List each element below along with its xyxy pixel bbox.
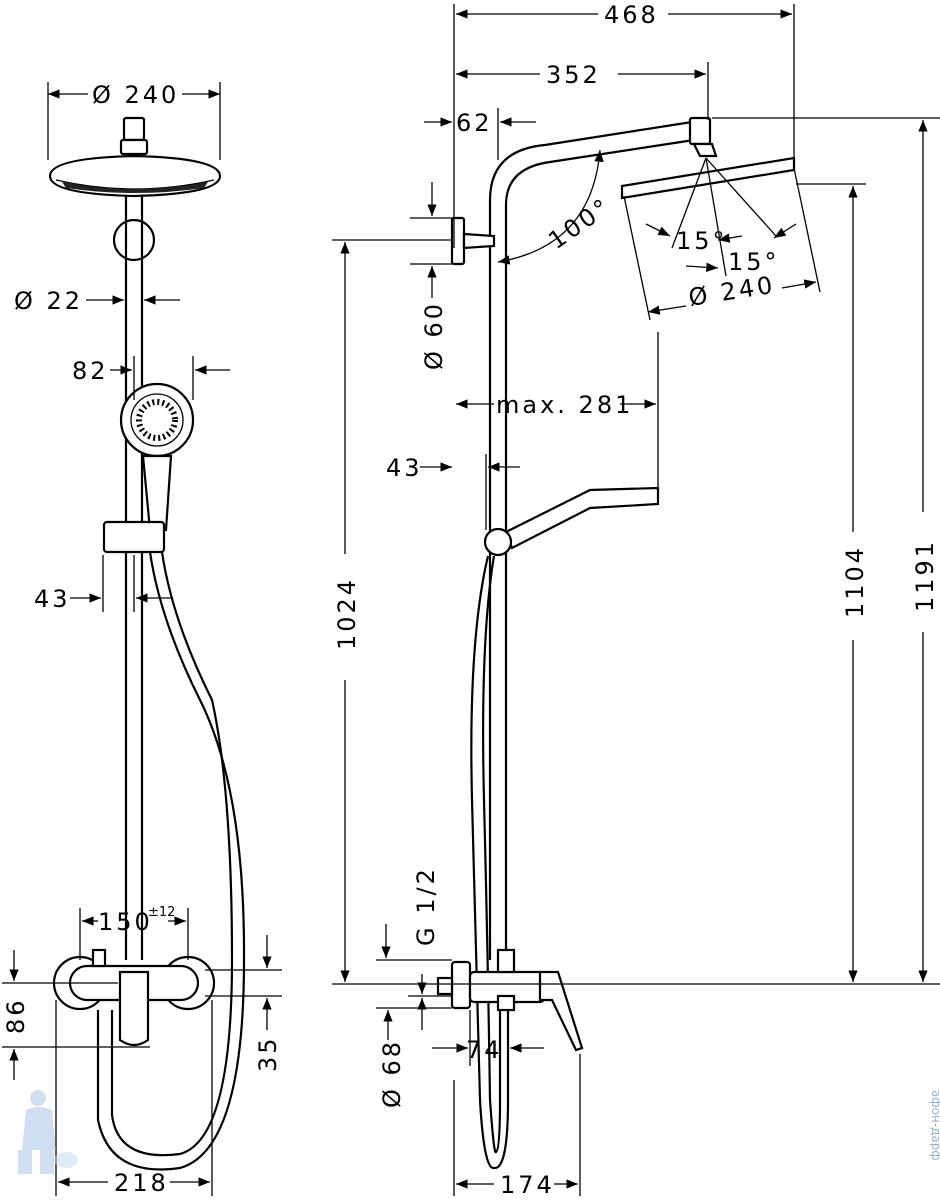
dim-150-tolerance: ±12 <box>148 905 175 920</box>
dim-angle-15-b: 15° <box>728 248 780 276</box>
mixer-side <box>436 948 584 1052</box>
hose-front <box>96 551 246 1171</box>
dim-43-front: 43 <box>34 585 71 613</box>
side-view: 468 352 62 100° 15° 15° Ø 240 Ø 60 max. … <box>332 1 940 1199</box>
dim-218: 218 <box>114 1169 169 1197</box>
rod-front <box>112 196 156 960</box>
dim-352: 352 <box>546 61 601 89</box>
dim-74: 74 <box>466 1036 503 1064</box>
rod-side <box>488 116 821 960</box>
dim-diameter-60: Ø 60 <box>420 301 448 370</box>
front-view: Ø 240 Ø 22 82 43 150 ±12 86 35 <box>2 81 282 1197</box>
dim-diameter-240-front: Ø 240 <box>92 81 179 109</box>
dim-angle-15-a: 15° <box>676 227 728 255</box>
overhead-shower-front <box>48 116 222 198</box>
dim-diameter-22: Ø 22 <box>14 287 83 315</box>
dim-43-side: 43 <box>386 454 423 482</box>
dim-diameter-68: Ø 68 <box>378 1039 406 1108</box>
dim-1191: 1191 <box>911 539 939 612</box>
dim-1024: 1024 <box>333 577 361 650</box>
dim-62: 62 <box>456 109 493 137</box>
wall-bracket <box>450 216 496 266</box>
dim-82: 82 <box>72 357 109 385</box>
dim-86: 86 <box>2 997 30 1034</box>
dim-diameter-240-side: Ø 240 <box>687 271 778 312</box>
hand-shower-front <box>102 382 195 554</box>
dim-max-281: max. 281 <box>496 391 633 419</box>
watermark-text: афон-дарф <box>929 1090 940 1161</box>
dim-g-half: G 1/2 <box>412 866 440 946</box>
dim-35: 35 <box>254 1035 282 1072</box>
dim-468: 468 <box>604 1 659 29</box>
mixer-front <box>52 948 216 1047</box>
dim-1104: 1104 <box>841 545 869 618</box>
dim-150: 150 <box>98 908 153 936</box>
hand-shower-side <box>483 486 660 557</box>
dim-174: 174 <box>500 1171 555 1199</box>
dim-angle-100: 100° <box>543 192 616 255</box>
watermark-mascot <box>18 1090 78 1174</box>
